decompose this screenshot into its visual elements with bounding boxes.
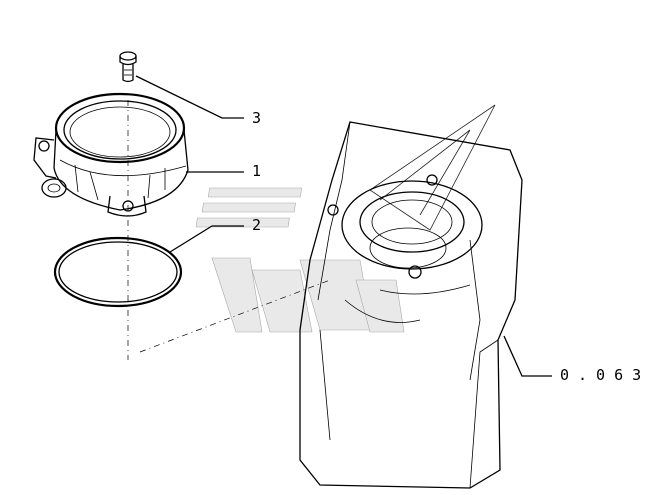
callout-bolt-label: 3 [252,109,261,127]
bolt-part [119,51,137,83]
callout-reference-label: 0.063 [560,366,650,384]
seal-ring-part [53,236,183,308]
callout-seal-ring-label: 2 [252,216,261,234]
housing-part [33,92,189,217]
leader-lines [135,75,552,377]
center-axis [127,100,331,360]
watermark-logo [195,104,496,333]
callout-housing-label: 1 [252,162,261,180]
reference-assembly [299,121,523,489]
